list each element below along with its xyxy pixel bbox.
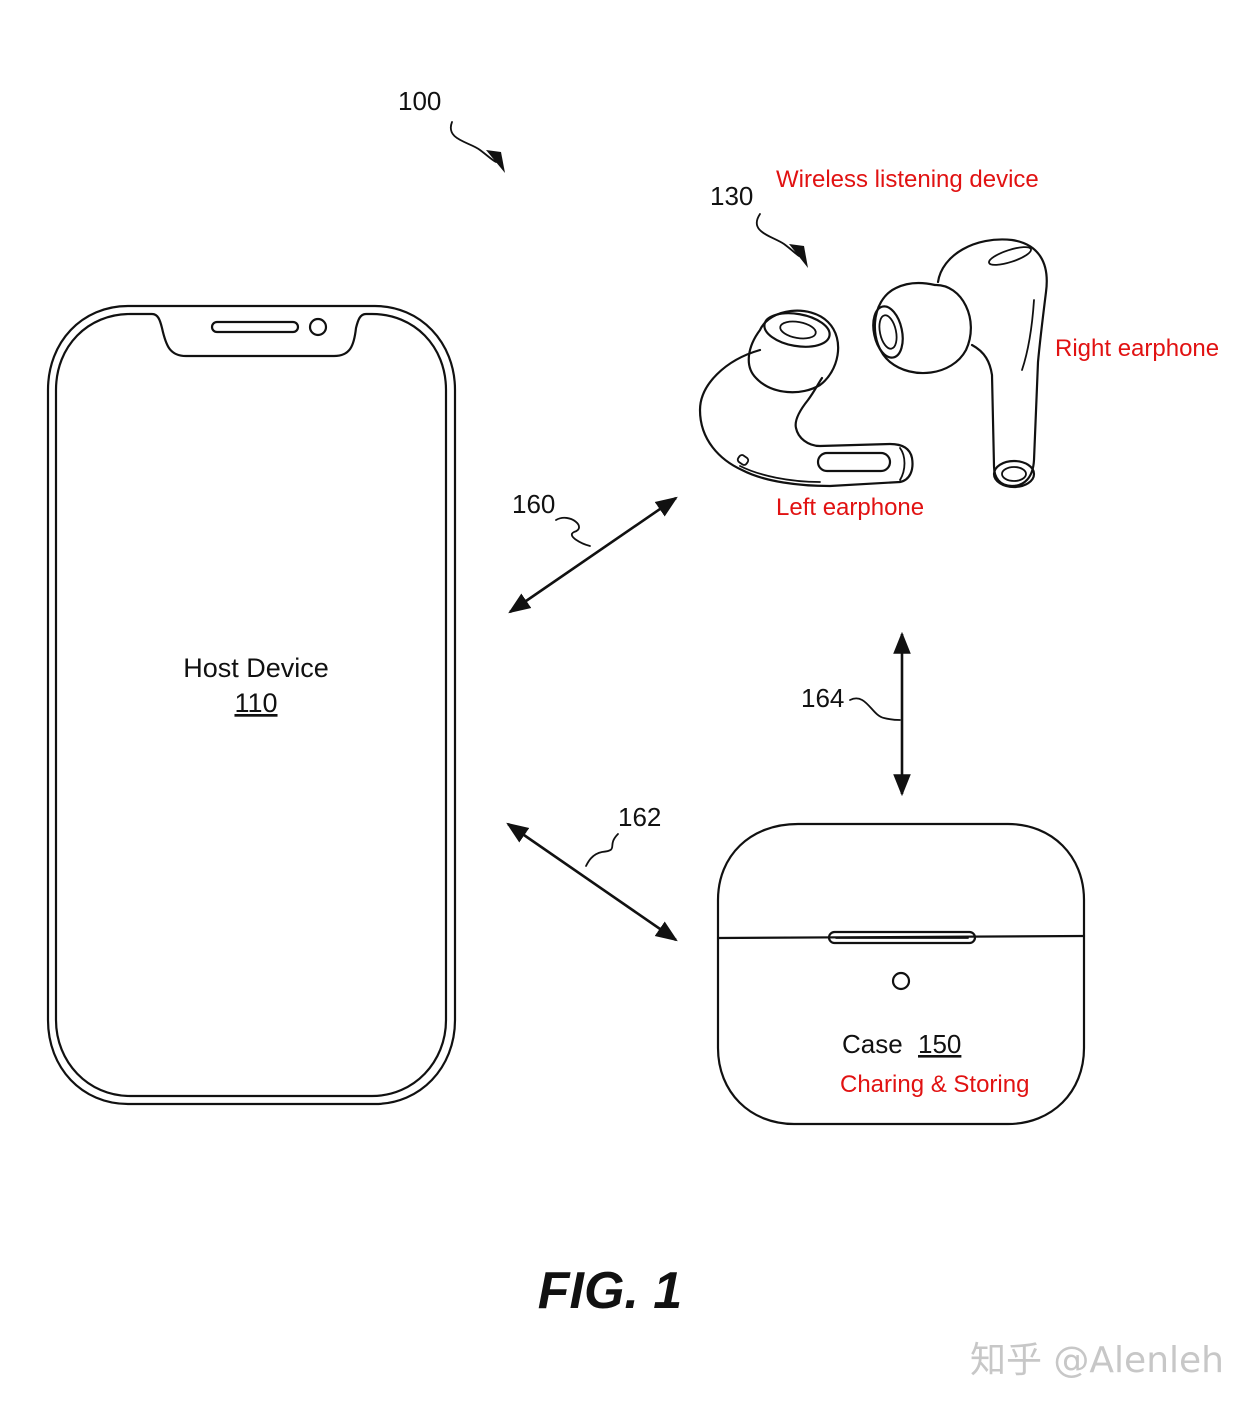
leader-164 (849, 697, 901, 721)
case-ref: 150 (918, 1029, 961, 1059)
leader-160 (555, 517, 591, 547)
ref-164: 164 (801, 683, 844, 713)
leader-100 (449, 121, 497, 163)
link-162-arrow (506, 822, 678, 942)
case-label: Case (842, 1029, 903, 1059)
ref-160: 160 (512, 489, 555, 519)
left-earphone (698, 309, 914, 488)
wireless-device-label: Wireless listening device (776, 166, 1039, 193)
right-earphone (872, 238, 1048, 489)
left-earphone-label: Left earphone (776, 494, 924, 521)
figure-caption: FIG. 1 (538, 1262, 682, 1320)
arrowhead-130 (789, 244, 808, 268)
leader-162 (585, 833, 619, 867)
watermark: 知乎 @Alenleh (970, 1340, 1224, 1381)
ref-162: 162 (618, 802, 661, 832)
link-160-arrow (508, 496, 678, 614)
host-device (46, 304, 457, 1106)
host-device-ref: 110 (234, 688, 277, 718)
leader-130 (756, 213, 800, 257)
case-purpose-label: Charing & Storing (840, 1071, 1029, 1098)
charging-case (716, 822, 1086, 1126)
right-earphone-label: Right earphone (1055, 335, 1219, 362)
arrowhead-100 (486, 150, 505, 173)
host-device-label: Host Device (183, 653, 329, 683)
ref-130: 130 (710, 181, 753, 211)
ref-100: 100 (398, 86, 441, 116)
